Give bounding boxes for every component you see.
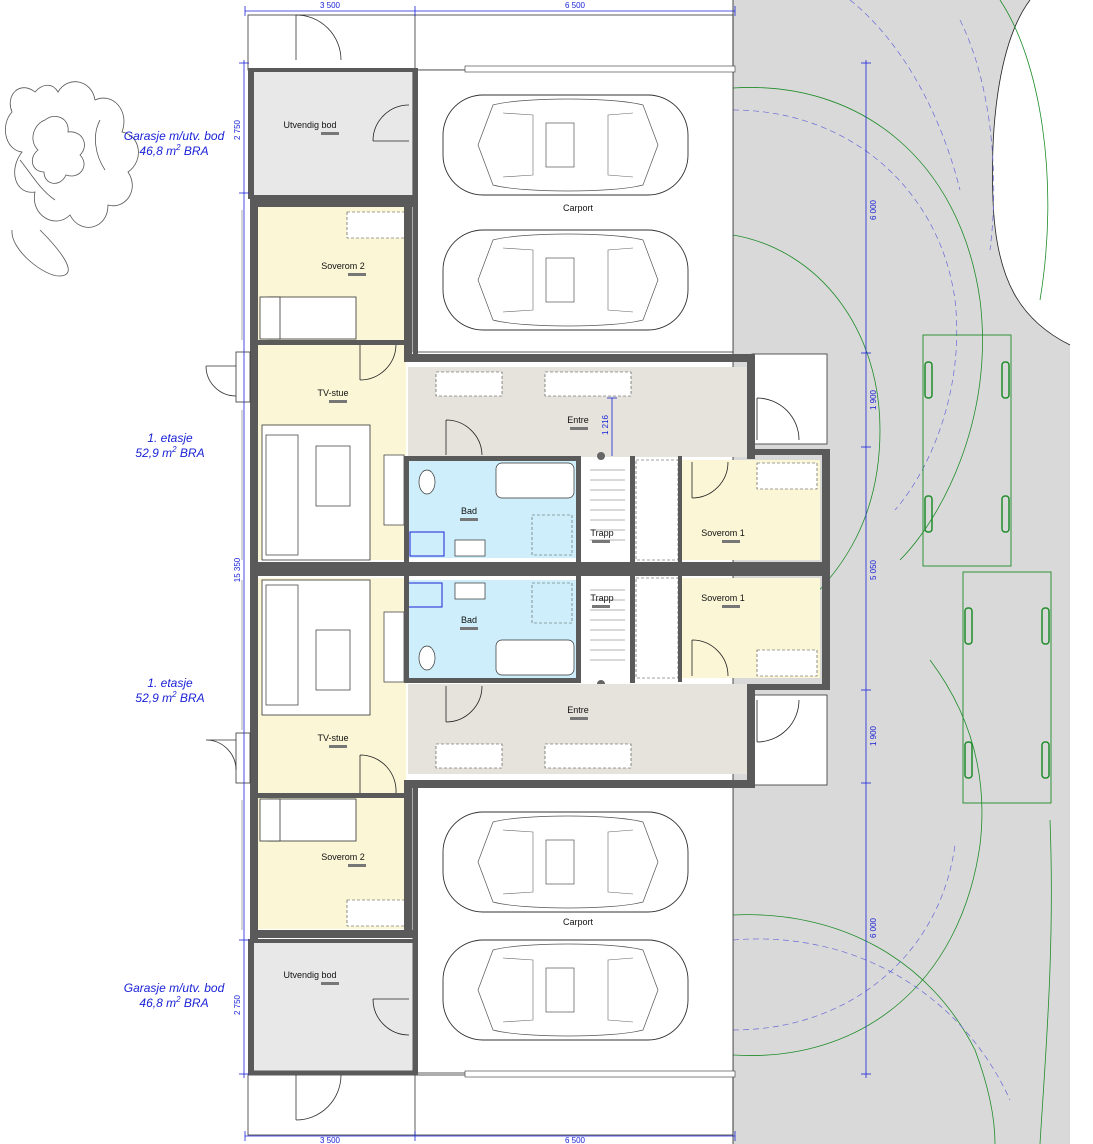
room-bad-bottom [407,580,576,678]
label-trapp-bottom: Trapp [590,593,613,603]
area-garage-bottom-line2: 46,8 m2 BRA [139,995,208,1010]
label-bad-bottom: Bad [461,615,477,625]
left-exterior-openings [205,14,342,1121]
turning-circles-top [732,0,1049,601]
area-floor-bottom-line2: 52,9 m2 BRA [135,690,204,705]
parking-spot-1 [922,334,1012,567]
porch-top [751,353,828,445]
room-entre-top [408,367,748,457]
label-entre-bottom: Entre [567,705,589,715]
label-utvendig-bod-top: Utvendig bod [283,120,336,130]
walls [250,199,830,942]
dim-entre-depth: 1 216 [601,414,610,435]
car-top-2 [442,229,689,331]
room-soverom2-top [258,207,406,342]
dim-right-entry-top: 1 900 [869,389,878,410]
label-carport-top: Carport [563,203,594,213]
car-bottom-1 [442,811,689,913]
room-entre-bottom [408,684,748,774]
porch-bottom [751,694,828,786]
room-soverom1-bottom [680,578,820,678]
dim-bottom-right: 6 500 [565,1136,586,1144]
room-tvstue-top [258,344,406,561]
dim-right-carport-top: 6 000 [869,199,878,220]
label-soverom1-top: Soverom 1 [701,528,745,538]
label-tvstue-bottom: TV-stue [317,733,348,743]
area-garage-top-line1: Garasje m/utv. bod [124,129,225,143]
tree-symbol [5,81,139,277]
room-bad-top [408,460,576,558]
area-floor-top-line1: 1. etasje [147,431,193,445]
room-tvstue-bottom [258,578,406,794]
dim-top-left: 3 500 [320,1,341,10]
dim-right-middle: 5 050 [869,559,878,580]
car-bottom-2 [442,939,689,1041]
dim-left-total: 15 350 [233,557,242,582]
area-garage-top-line2: 46,8 m2 BRA [139,143,208,158]
label-soverom1-bottom: Soverom 1 [701,593,745,603]
label-tvstue-top: TV-stue [317,388,348,398]
dim-right-entry-bottom: 1 900 [869,725,878,746]
dim-top-right: 6 500 [565,1,586,10]
room-trapp-top [580,452,679,561]
dim-left-garage-bottom: 2 750 [233,994,242,1015]
dimension-lines [239,6,871,1141]
dim-right-carport-bottom: 6 000 [869,917,878,938]
room-soverom2-bottom [258,797,406,929]
label-soverom2-top: Soverom 2 [321,261,365,271]
label-utvendig-bod-bottom: Utvendig bod [283,970,336,980]
room-trapp-bottom [580,577,679,688]
label-entre-top: Entre [567,415,589,425]
label-bad-top: Bad [461,506,477,516]
area-markers [321,132,740,985]
area-floor-bottom-line1: 1. etasje [147,676,193,690]
label-carport-bottom: Carport [563,917,594,927]
dim-bottom-left: 3 500 [320,1136,341,1144]
parking-spot-2 [962,571,1052,804]
area-floor-top-line2: 52,9 m2 BRA [135,445,204,460]
room-soverom1-top [680,460,820,560]
label-trapp-top: Trapp [590,528,613,538]
label-soverom2-bottom: Soverom 2 [321,852,365,862]
car-top-1 [442,94,689,196]
area-garage-bottom-line1: Garasje m/utv. bod [124,981,225,995]
turning-circles-bottom [732,659,1052,1144]
dim-left-garage-top: 2 750 [233,119,242,140]
